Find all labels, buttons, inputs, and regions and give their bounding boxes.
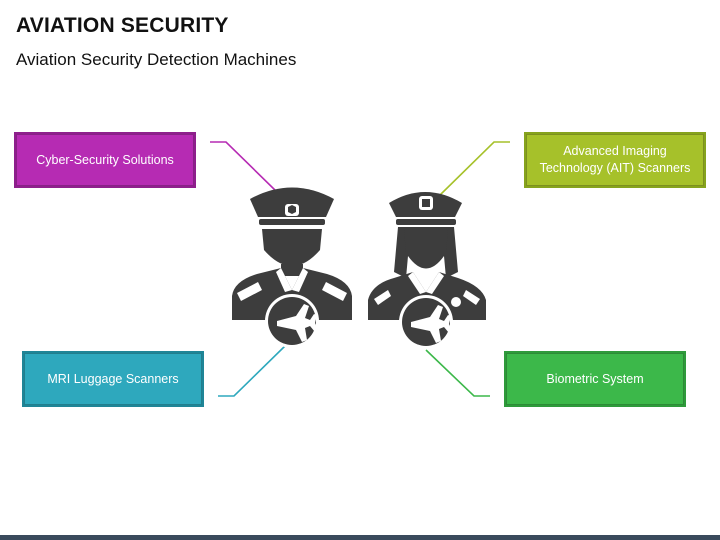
mri-luggage-label: MRI Luggage Scanners [47,371,179,386]
page-subtitle: Aviation Security Detection Machines [16,50,297,69]
connector-mri [218,345,286,397]
cyber-security-solutions-box: Cyber-Security Solutions [14,132,196,188]
connector-bio [425,349,490,397]
ait-scanners-box: Advanced Imaging Technology (AIT) Scanne… [524,132,706,188]
page-title: AVIATION SECURITY [16,14,229,37]
biometric-system-box: Biometric System [504,351,686,407]
mri-luggage-scanners-box: MRI Luggage Scanners [22,351,204,407]
ait-scanners-label: Advanced Imaging Technology (AIT) Scanne… [539,144,691,175]
connector-ait [439,141,510,196]
airplane-icon-2 [399,295,453,349]
connector-cyber [210,141,278,193]
cyber-security-label: Cyber-Security Solutions [36,152,174,167]
female-security-officer-icon [368,192,486,320]
biometric-system-label: Biometric System [546,371,644,386]
airplane-icon [265,294,319,348]
footer-bar [0,535,720,540]
